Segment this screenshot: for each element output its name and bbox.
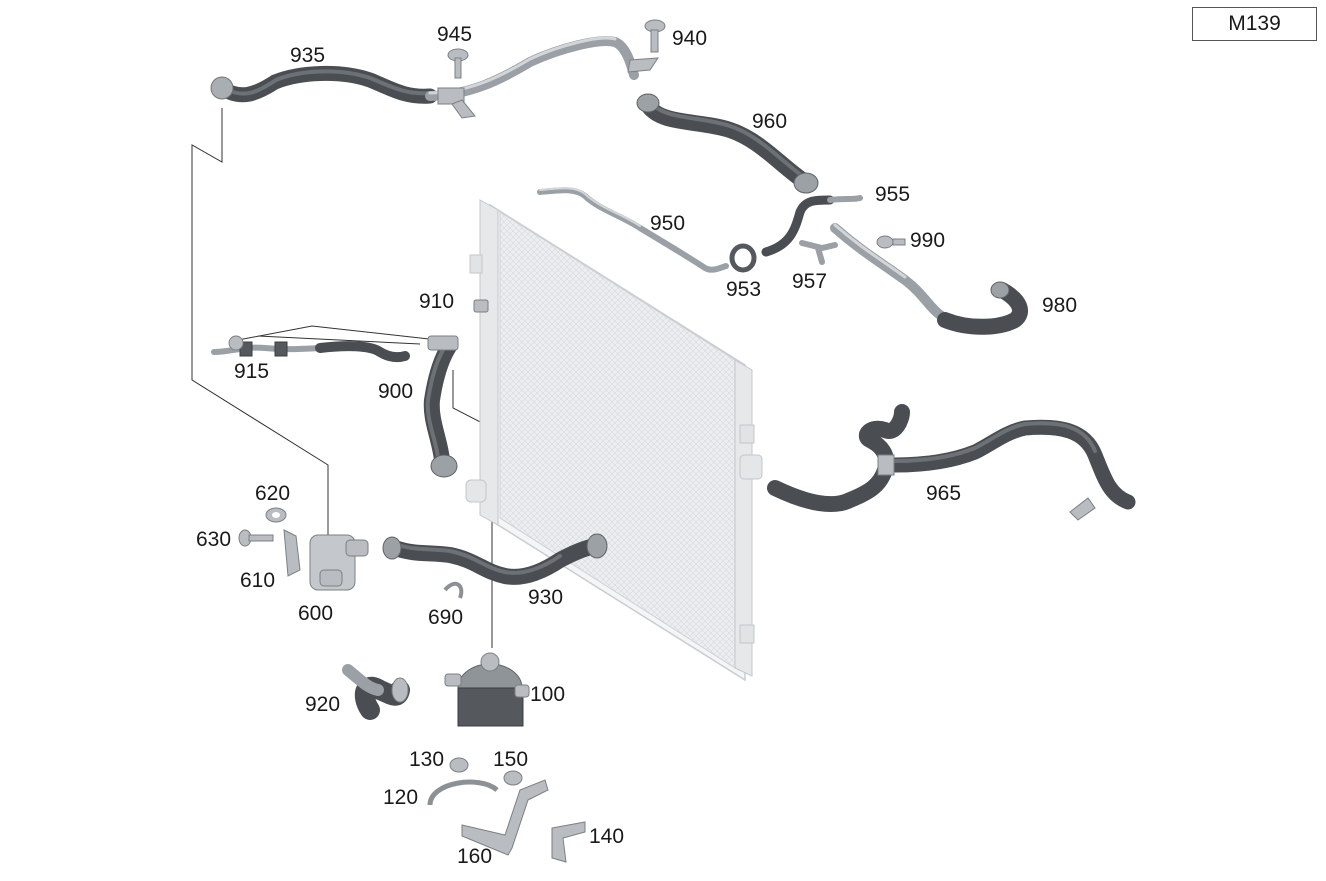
sensor-910 [473,299,489,313]
bracket-160 [461,779,549,856]
callout-953: 953 [726,278,761,301]
bracket-140 [551,821,586,863]
bolt-940 [627,19,666,73]
hose-960 [636,93,819,194]
callout-630: 630 [196,528,231,551]
hose-900 [423,335,459,478]
strap-120 [427,779,499,806]
connector-957 [799,240,838,265]
diagram-reference-code: M139 [1192,7,1317,41]
pump-100 [444,652,530,727]
callout-labels: 935 945 940 960 955 950 990 953 957 980 … [196,23,1077,868]
callout-140: 140 [589,825,624,848]
bolt-990 [876,235,906,249]
bolt-945 [447,48,469,79]
bolt-630 [238,529,274,547]
nut-150 [503,770,523,786]
callout-920: 920 [305,693,340,716]
radiator [465,199,763,682]
valve-600 [309,534,369,591]
callout-610: 610 [240,569,275,592]
callout-957: 957 [792,270,827,293]
callout-950: 950 [650,212,685,235]
callout-100: 100 [530,683,565,706]
hose-920 [342,664,410,720]
pipe-950 [537,187,729,273]
callout-935: 935 [290,44,325,67]
clamp-953 [729,243,757,273]
callout-915: 915 [234,360,269,383]
hose-930 [382,533,608,585]
callout-910: 910 [419,290,454,313]
callout-960: 960 [752,110,787,133]
callout-690: 690 [428,606,463,629]
leader-lines [191,108,493,648]
hose-965 [767,404,1136,521]
callout-930: 930 [528,586,563,609]
callout-955: 955 [875,183,910,206]
hose-955 [761,195,863,257]
nut-620 [265,507,287,523]
hose-915 [211,335,410,363]
callout-120: 120 [383,786,418,809]
callout-130: 130 [409,748,444,771]
callout-600: 600 [298,602,333,625]
clip-690 [443,581,464,599]
hose-935 [210,36,639,119]
callout-945: 945 [437,23,472,46]
callout-940: 940 [672,27,707,50]
nut-130 [449,757,469,773]
callout-965: 965 [926,482,961,505]
callout-620: 620 [255,482,290,505]
callout-150: 150 [493,748,528,771]
callout-900: 900 [378,380,413,403]
callout-980: 980 [1042,294,1077,317]
bracket-610 [283,529,301,577]
hose-980 [830,223,1028,335]
callout-990: 990 [910,229,945,252]
callout-160: 160 [457,845,492,868]
